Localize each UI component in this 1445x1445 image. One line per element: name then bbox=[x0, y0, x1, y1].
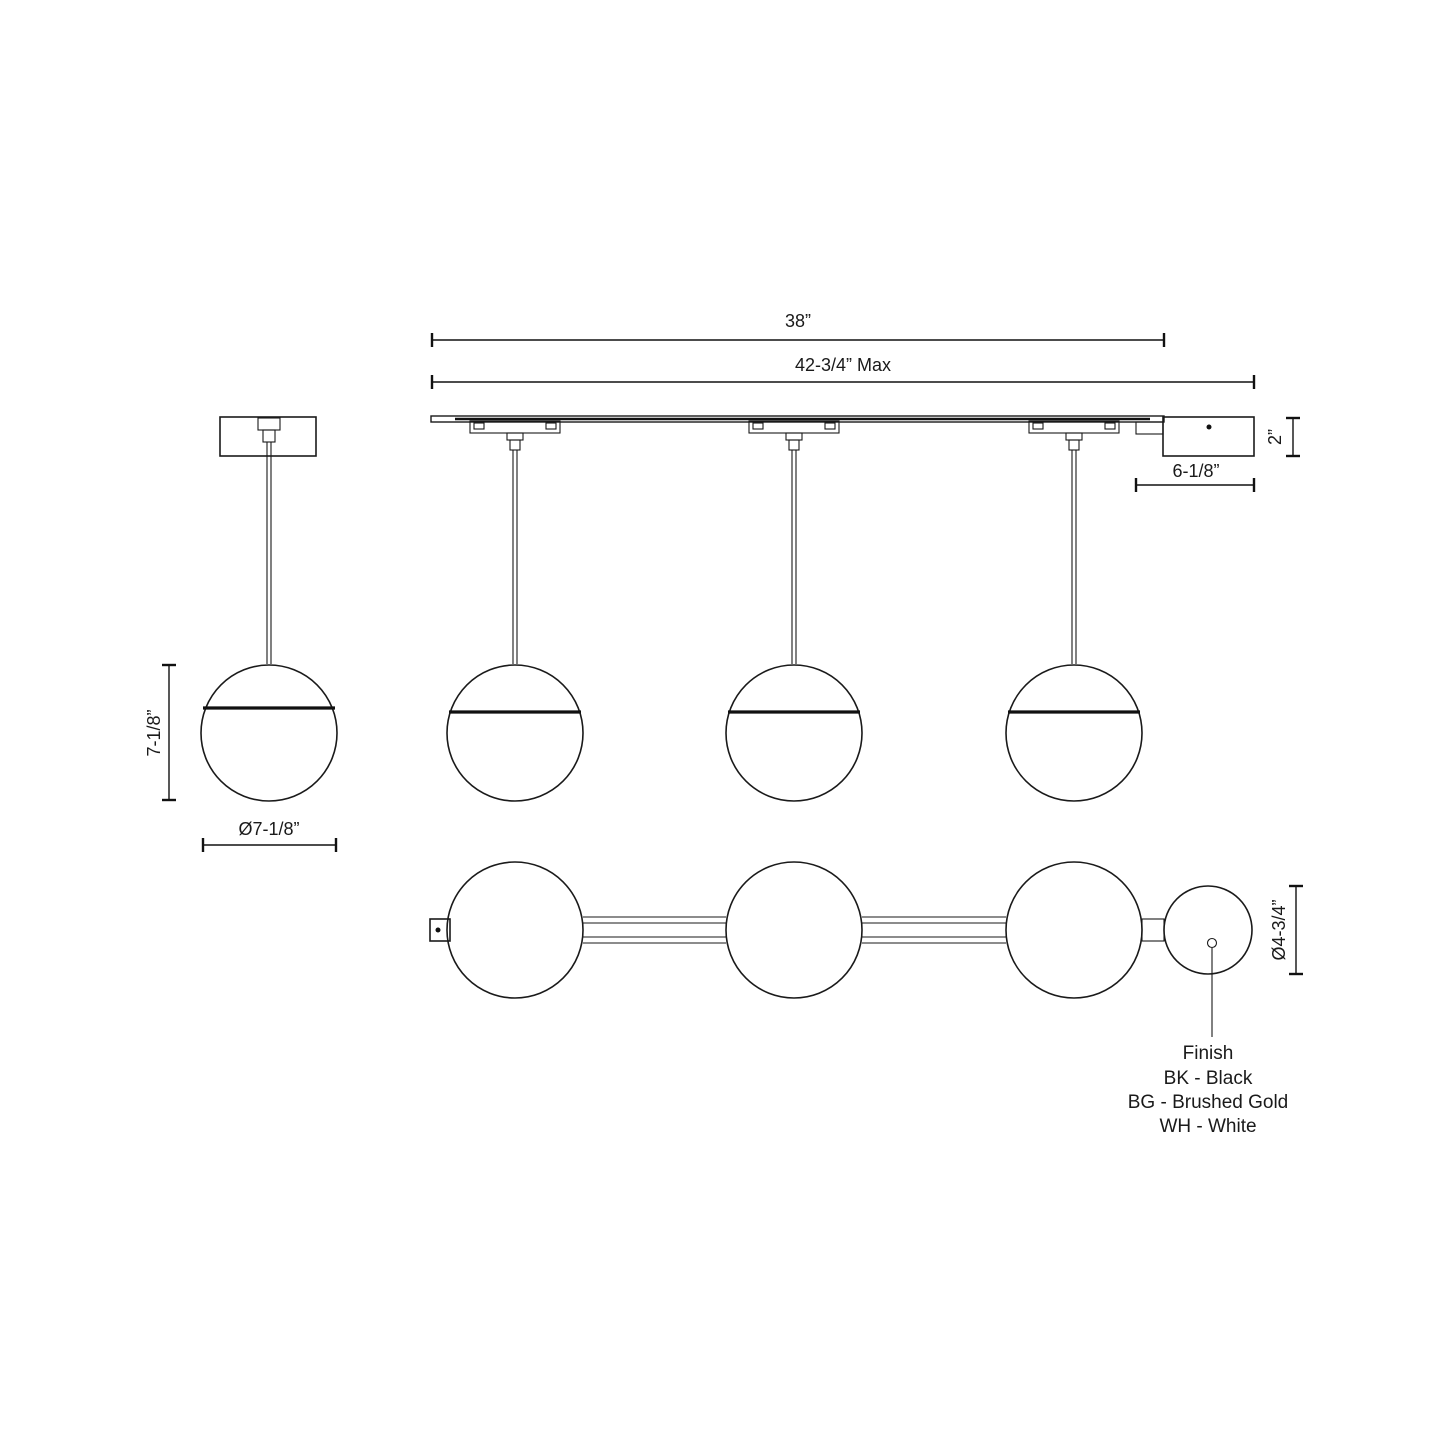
side-view bbox=[200, 416, 338, 802]
pendant-2 bbox=[725, 420, 863, 802]
overall-length-label: 38” bbox=[785, 311, 811, 331]
end-plate bbox=[429, 918, 451, 942]
globe-diameter-label: Ø7-1/8” bbox=[238, 819, 299, 839]
side-canopy-fitting bbox=[262, 429, 276, 443]
rail-clip-tab bbox=[824, 422, 836, 430]
cable-fitting bbox=[506, 432, 524, 441]
end-plate-screw bbox=[435, 927, 441, 933]
canopy-diameter-dimension: Ø4-3/4” bbox=[1269, 884, 1303, 976]
top-globe-1 bbox=[446, 861, 584, 999]
canopy-length-label: 6-1/8” bbox=[1172, 461, 1219, 481]
pendant-3 bbox=[1005, 420, 1143, 802]
globe-height-dimension: 7-1/8” bbox=[144, 663, 176, 802]
side-canopy-fitting bbox=[257, 417, 281, 431]
rail-clip-tab bbox=[473, 422, 485, 430]
canopy-connector-top bbox=[1141, 918, 1165, 942]
canopy-connector bbox=[1135, 421, 1164, 435]
side-canopy bbox=[219, 416, 317, 457]
globe bbox=[446, 664, 584, 802]
finish-option-white: WH - White bbox=[1159, 1116, 1256, 1137]
globe bbox=[1005, 664, 1143, 802]
canopy-finish-marker bbox=[1206, 937, 1218, 949]
finish-option-black: BK - Black bbox=[1164, 1068, 1253, 1089]
finish-title: Finish bbox=[1183, 1043, 1234, 1064]
overall-length-dimension: 38” bbox=[430, 311, 1166, 347]
top-globe-3 bbox=[1005, 861, 1143, 999]
canopy-screw bbox=[1206, 424, 1212, 430]
canopy-height-dimension: 2” bbox=[1265, 416, 1300, 458]
globe-diameter-dimension: Ø7-1/8” bbox=[201, 819, 338, 852]
top-view: Ø4-3/4” bbox=[429, 861, 1303, 1037]
cable-fitting bbox=[1065, 432, 1083, 441]
canopy-length-dimension: 6-1/8” bbox=[1134, 461, 1256, 492]
canopy-diameter-label: Ø4-3/4” bbox=[1269, 899, 1289, 960]
round-canopy bbox=[1163, 885, 1253, 975]
rail-clip-tab bbox=[1032, 422, 1044, 430]
side-globe bbox=[200, 664, 338, 802]
rail-clip-tab bbox=[545, 422, 557, 430]
rail-clip-tab bbox=[1104, 422, 1116, 430]
globe bbox=[725, 664, 863, 802]
cable-fitting bbox=[788, 439, 800, 451]
front-view: 38” 42-3/4” Max bbox=[430, 311, 1300, 802]
max-length-label: 42-3/4” Max bbox=[795, 355, 891, 375]
cable-fitting bbox=[1068, 439, 1080, 451]
canopy-height-label: 2” bbox=[1265, 429, 1285, 445]
pendant-1 bbox=[446, 420, 584, 802]
finish-option-brushed-gold: BG - Brushed Gold bbox=[1128, 1092, 1289, 1113]
top-globe-2 bbox=[725, 861, 863, 999]
max-length-dimension: 42-3/4” Max bbox=[430, 355, 1256, 389]
cable-fitting bbox=[509, 439, 521, 451]
rail-clip-tab bbox=[752, 422, 764, 430]
canopy-box bbox=[1162, 416, 1255, 457]
cable-fitting bbox=[785, 432, 803, 441]
finish-legend: Finish BK - Black BG - Brushed Gold WH -… bbox=[1128, 1043, 1289, 1137]
globe-height-label: 7-1/8” bbox=[144, 709, 164, 756]
